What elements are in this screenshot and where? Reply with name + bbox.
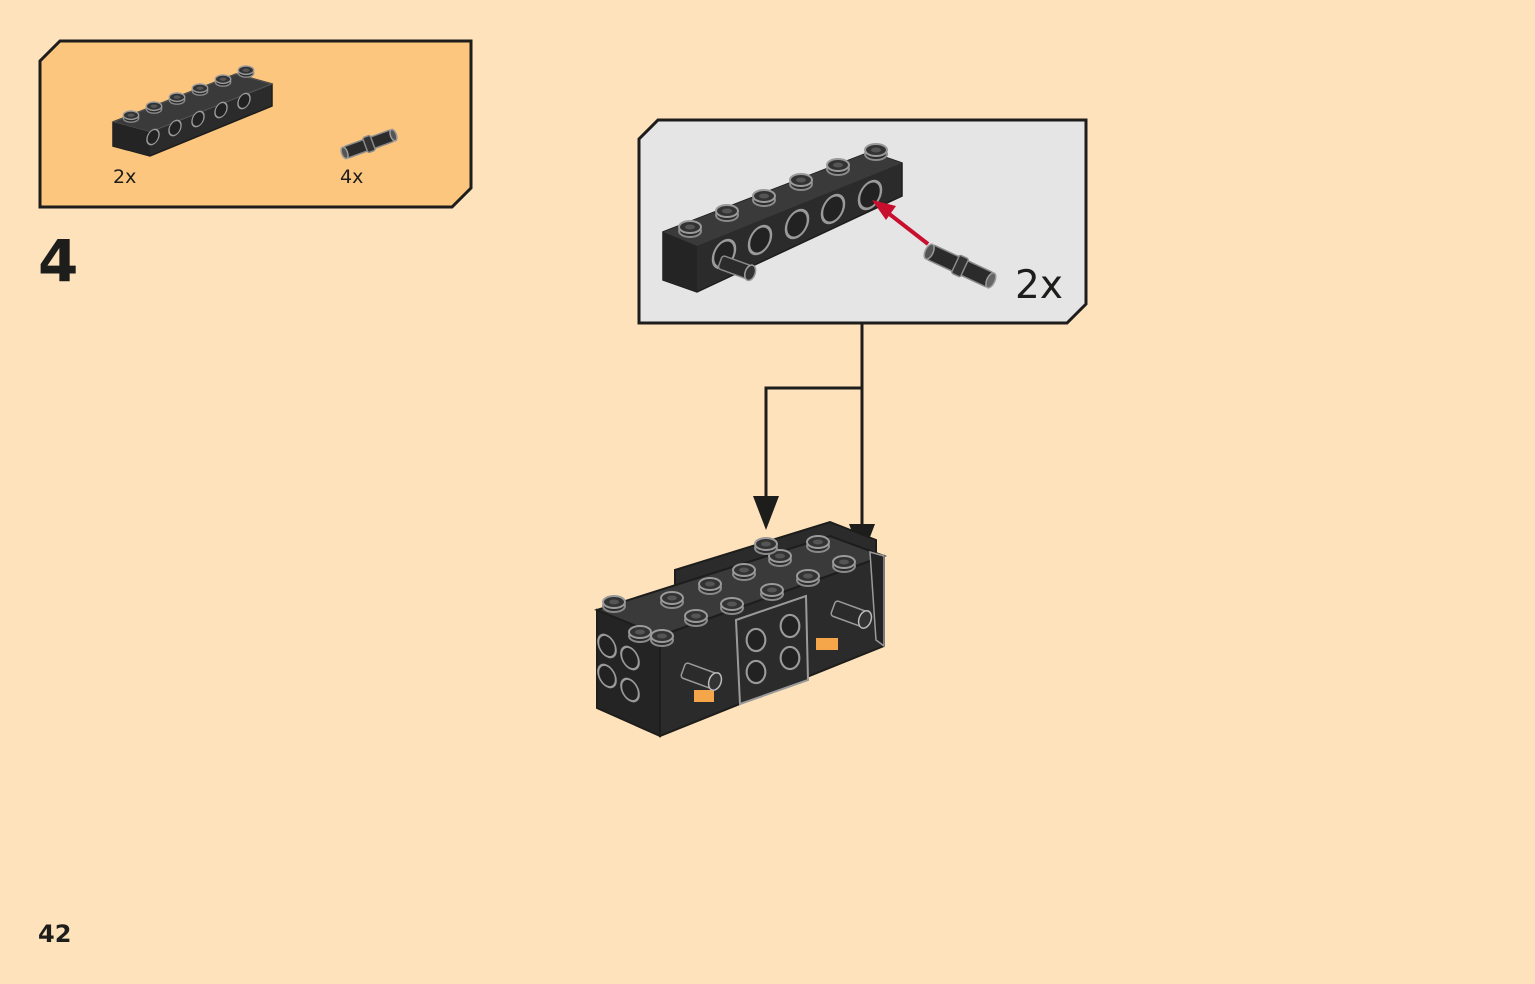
sub-assembly-quantity: 2x — [1015, 263, 1063, 308]
assembly-arrow-icon — [753, 323, 875, 558]
parts-list-box — [38, 39, 473, 209]
technic-pin-icon — [340, 128, 398, 160]
callout-pin — [923, 243, 997, 289]
part-quantity-brick: 2x — [113, 166, 137, 188]
model-assembly-icon — [594, 520, 887, 738]
page-number: 42 — [38, 920, 72, 948]
red-insert-arrow-icon — [872, 200, 930, 246]
technic-brick-icon — [111, 65, 274, 157]
callout-brick — [662, 143, 903, 293]
step-number: 4 — [38, 227, 79, 295]
part-quantity-pin: 4x — [340, 166, 364, 188]
